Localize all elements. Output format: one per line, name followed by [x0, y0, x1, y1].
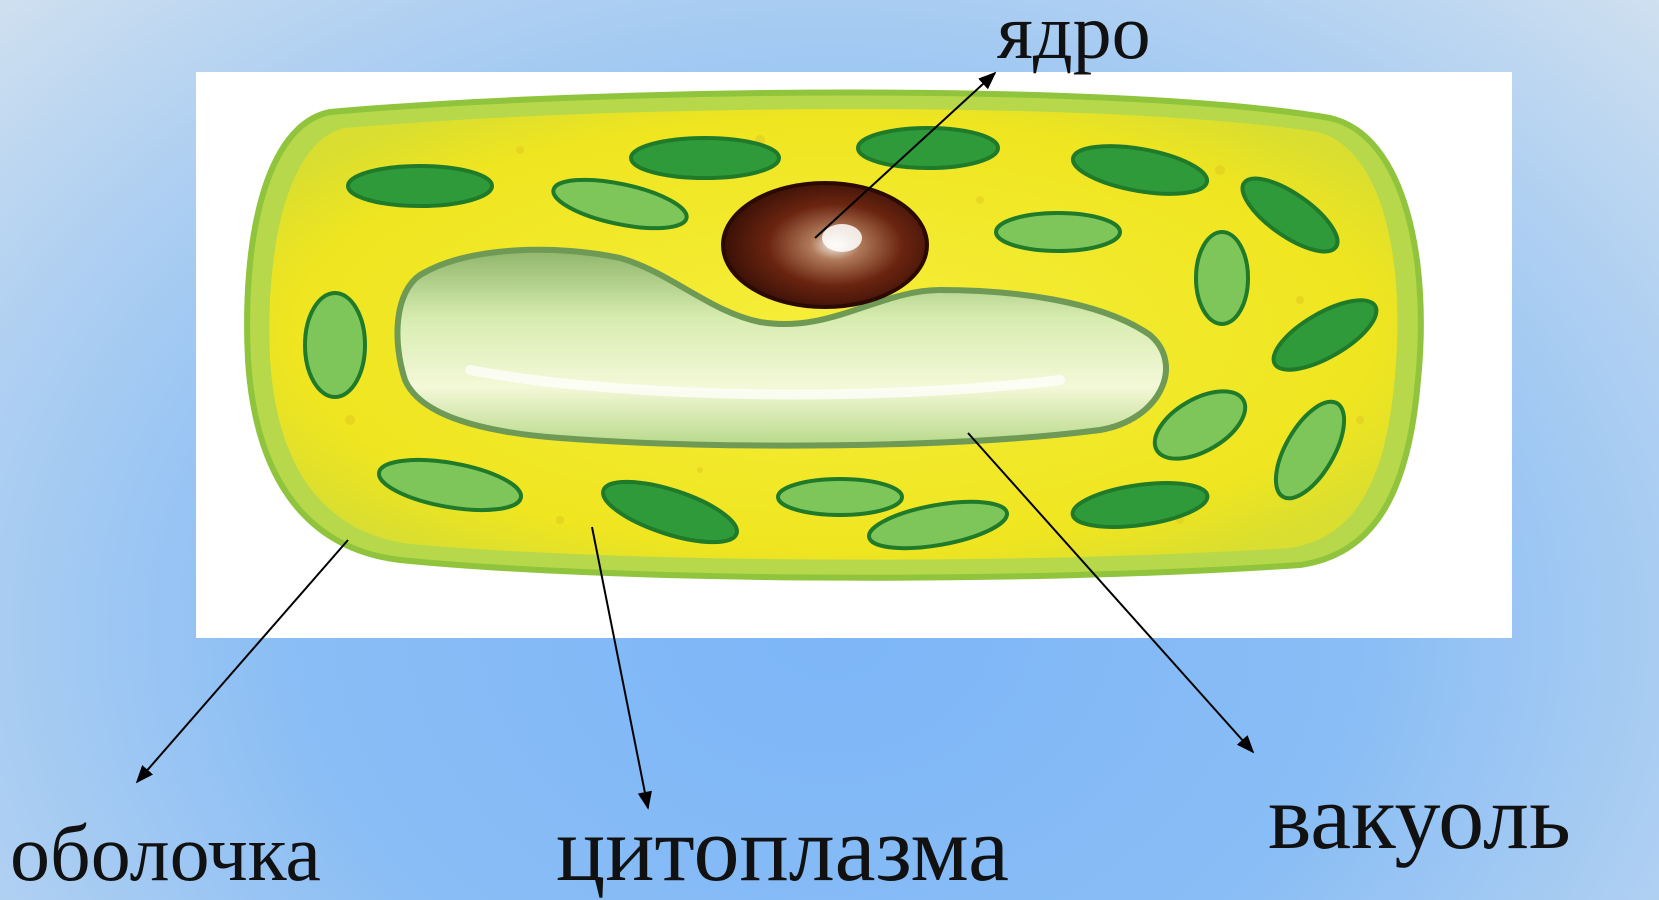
- vacuole-label: вакуоль: [1268, 766, 1571, 868]
- chloroplast: [778, 479, 902, 515]
- chloroplast: [996, 213, 1120, 251]
- nucleus-label: ядро: [997, 0, 1151, 75]
- chloroplast: [348, 166, 492, 206]
- membrane-label: оболочка: [10, 810, 321, 898]
- chloroplast: [305, 293, 365, 397]
- chloroplast: [1196, 232, 1248, 324]
- cytoplasm-label: цитоплазма: [556, 798, 1009, 900]
- chloroplast: [631, 138, 779, 178]
- nucleolus: [822, 224, 862, 252]
